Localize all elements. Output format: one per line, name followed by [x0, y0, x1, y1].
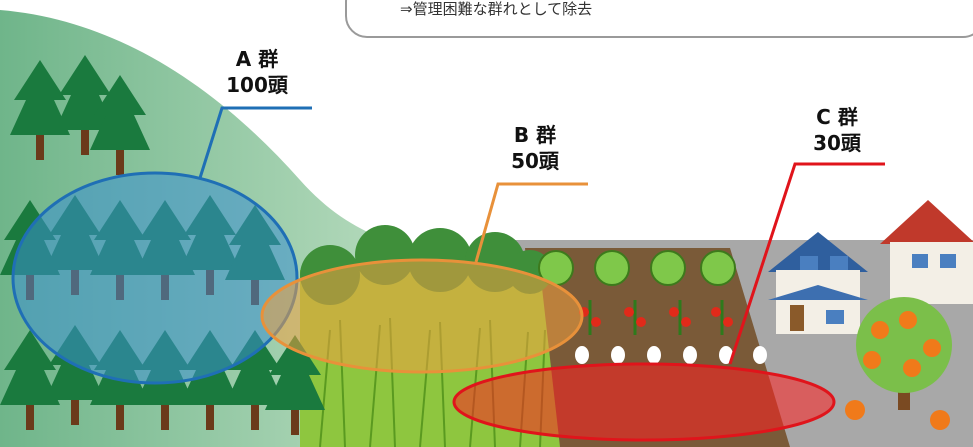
group-c-ellipse: [452, 362, 836, 442]
group-b-label: B 群 50頭: [500, 122, 570, 174]
tree-icon: [225, 330, 285, 430]
radish-icon: [719, 346, 733, 364]
group-a-ellipse: [11, 171, 299, 385]
group-b-count: 50頭: [511, 149, 559, 173]
tomato-icon: [711, 300, 733, 335]
tree-icon: [265, 335, 325, 435]
cabbage-icon: [594, 250, 630, 286]
group-a-leader-line: [198, 106, 312, 179]
radish-icon: [647, 346, 661, 364]
group-a-name: A 群: [235, 47, 279, 71]
cabbage-icon: [650, 250, 686, 286]
group-b-ellipse: [260, 258, 584, 374]
tomato-icon: [669, 300, 691, 335]
radish-icon: [753, 346, 767, 364]
group-c-name: C 群: [816, 105, 858, 129]
group-c-leader-line: [728, 162, 885, 365]
group-a-count: 100頭: [226, 73, 288, 97]
group-a-label: A 群 100頭: [222, 46, 292, 98]
group-b-name: B 群: [513, 123, 557, 147]
radish-row: [575, 346, 767, 364]
tomato-icon: [624, 300, 646, 335]
cabbage-row: [538, 250, 736, 286]
persimmon-tree-icon: [845, 297, 952, 430]
tomato-row: [579, 300, 733, 335]
tree-icon: [0, 330, 60, 430]
note-box: [345, 0, 973, 38]
note-text: ⇒管理困難な群れとして除去: [400, 0, 593, 18]
tree-icon: [10, 60, 70, 160]
radish-icon: [575, 346, 589, 364]
radish-icon: [683, 346, 697, 364]
house-icon: [768, 232, 868, 334]
cabbage-icon: [700, 250, 736, 286]
radish-icon: [611, 346, 625, 364]
group-c-label: C 群 30頭: [802, 104, 872, 156]
tree-icon: [90, 75, 150, 175]
group-b-leader-line: [474, 182, 588, 263]
group-c-count: 30頭: [813, 131, 861, 155]
house-icon: [880, 200, 973, 304]
